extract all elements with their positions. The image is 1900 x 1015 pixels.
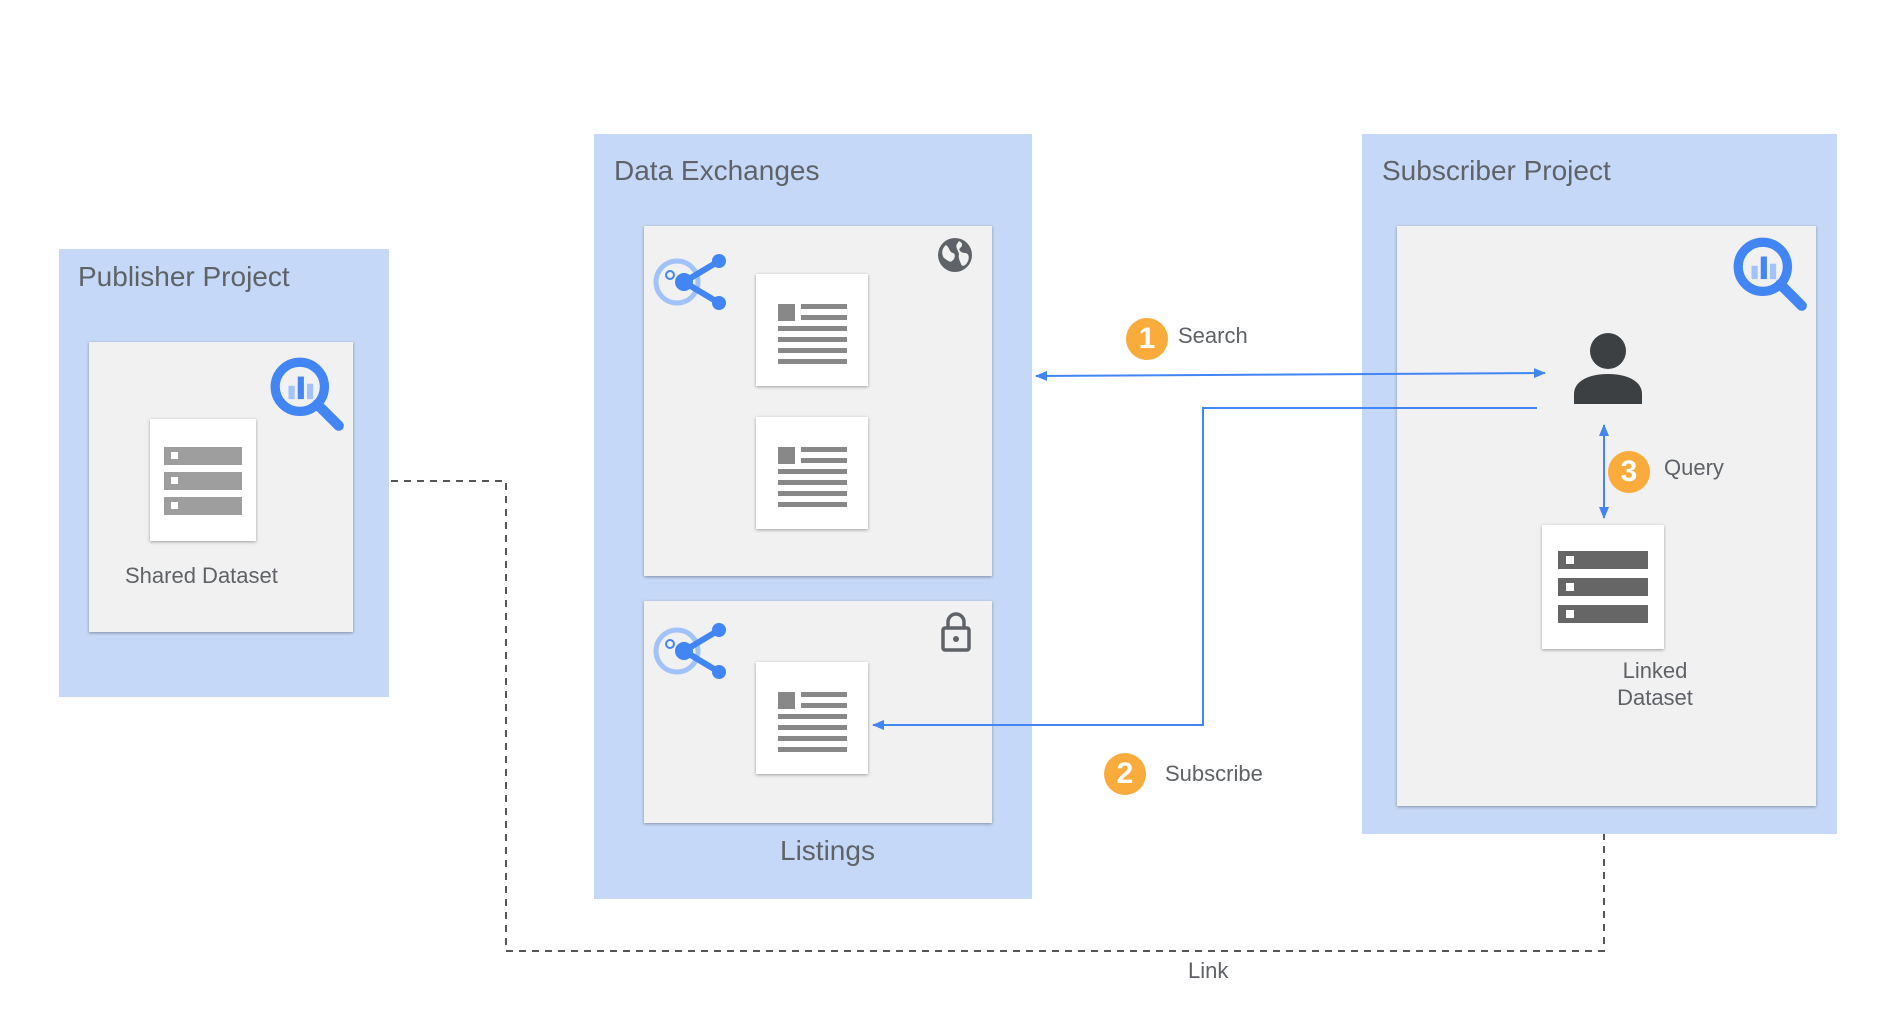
step-2-label: Subscribe: [1165, 761, 1263, 786]
public-exchange-panel[interactable]: [644, 226, 992, 576]
user-icon: [1573, 332, 1643, 404]
shared-dataset-icon[interactable]: [150, 419, 256, 541]
link-label: Link: [1188, 958, 1229, 983]
step-2-badge: 2: [1104, 753, 1146, 795]
step-3-badge: 3: [1608, 451, 1650, 493]
subscriber-project: Subscriber Project: [1362, 134, 1837, 834]
publisher-panel: Shared Dataset: [89, 342, 353, 632]
analytics-hub-share-icon: [651, 248, 731, 314]
publisher-project: Publisher Project Shared Dataset: [59, 249, 389, 697]
listing-document-icon[interactable]: [756, 417, 868, 529]
bigquery-icon: [267, 354, 349, 436]
data-exchanges: Data Exchanges: [594, 134, 1032, 899]
private-exchange-panel[interactable]: [644, 601, 992, 823]
publisher-project-title: Publisher Project: [78, 261, 290, 292]
analytics-hub-share-icon: [651, 617, 731, 683]
listing-document-icon[interactable]: [756, 274, 868, 386]
subscriber-project-title: Subscriber Project: [1382, 155, 1611, 186]
data-exchanges-title: Data Exchanges: [614, 155, 820, 186]
linked-dataset-label: Linked Dataset: [1617, 658, 1693, 710]
listing-document-icon[interactable]: [756, 662, 868, 774]
linked-dataset-icon[interactable]: [1542, 525, 1664, 649]
step-3-label: Query: [1664, 455, 1724, 480]
link-dashed-line: [261, 480, 1605, 952]
step-1-label: Search: [1178, 323, 1248, 348]
shared-dataset-label: Shared Dataset: [125, 563, 278, 588]
lock-icon: [940, 611, 972, 653]
globe-icon: [936, 236, 974, 274]
listings-label: Listings: [780, 835, 875, 866]
step-1-badge: 1: [1126, 318, 1168, 360]
subscriber-panel: [1397, 226, 1816, 806]
bigquery-icon: [1730, 234, 1812, 316]
